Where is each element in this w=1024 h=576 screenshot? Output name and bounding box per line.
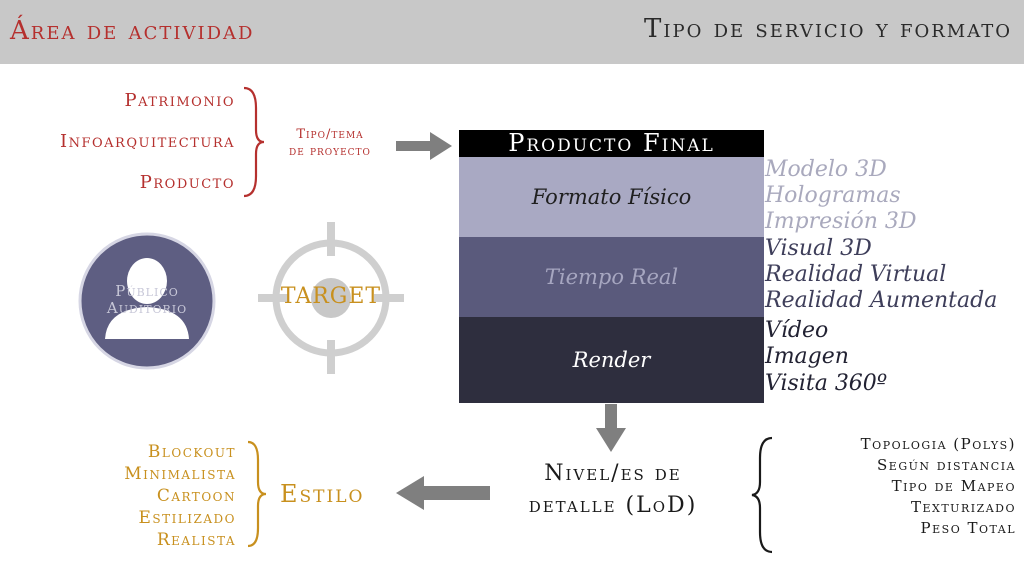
tipo-tema-label: Tipo/tema de proyecto	[268, 126, 392, 160]
band-render-label: Render	[572, 348, 651, 372]
output-modelo-3d: Modelo 3D	[765, 157, 887, 182]
output-imagen: Imagen	[765, 344, 849, 369]
tipo-tema-line-1: Tipo/tema	[296, 127, 364, 142]
lod-brace-icon	[751, 436, 773, 554]
header-bar	[0, 0, 1024, 64]
area-brace-icon	[243, 86, 265, 198]
header-right-title: Tipo de servicio y formato	[644, 14, 1012, 44]
lod-item-segun-distancia: Según distancia	[877, 456, 1016, 474]
lod-item-tipo-mapeo: Tipo de Mapeo	[891, 477, 1016, 495]
publico-avatar-icon	[78, 232, 216, 370]
band-formato-fisico: Formato Físico	[459, 157, 764, 237]
area-item-producto: Producto	[139, 172, 235, 193]
estilo-item-cartoon: Cartoon	[156, 486, 236, 506]
output-realidad-virtual: Realidad Virtual	[765, 262, 947, 287]
output-realidad-aumentada: Realidad Aumentada	[765, 288, 998, 313]
publico-line-1: Público	[115, 282, 179, 300]
publico-line-2: Auditorio	[106, 299, 188, 317]
output-impresion-3d: Impresión 3D	[765, 209, 917, 234]
nivel-line-2: detalle (LoD)	[528, 493, 698, 518]
tipo-tema-line-2: de proyecto	[289, 144, 371, 159]
estilo-brace-icon	[247, 440, 267, 548]
output-video: Vídeo	[765, 318, 829, 343]
band-formato-fisico-label: Formato Físico	[531, 185, 692, 209]
estilo-item-blockout: Blockout	[147, 442, 236, 462]
nivel-line-1: Nivel/es de	[544, 461, 682, 486]
producto-final-title: Producto Final	[459, 130, 764, 157]
band-tiempo-real: Tiempo Real	[459, 237, 764, 317]
lod-item-texturizado: Texturizado	[910, 498, 1016, 516]
arrow-right-icon	[396, 132, 452, 160]
lod-item-peso-total: Peso Total	[920, 519, 1016, 537]
estilo-item-estilizado: Estilizado	[138, 508, 236, 528]
band-tiempo-real-label: Tiempo Real	[544, 265, 679, 289]
lod-item-topologia: Topologia (Polys)	[860, 435, 1016, 453]
estilo-item-minimalista: Minimalista	[124, 464, 236, 484]
area-item-infoarquitectura: Infoarquitectura	[60, 131, 235, 152]
estilo-item-realista: Realista	[156, 530, 236, 550]
output-visita-360: Visita 360º	[765, 371, 888, 396]
area-item-patrimonio: Patrimonio	[124, 90, 235, 111]
arrow-down-icon	[596, 404, 626, 452]
band-render: Render	[459, 317, 764, 403]
header-left-title: Área de actividad	[10, 16, 255, 46]
publico-label: Público Auditorio	[77, 283, 217, 317]
nivel-detalle-label: Nivel/es de detalle (LoD)	[498, 458, 728, 522]
output-visual-3d: Visual 3D	[765, 236, 872, 261]
target-crosshair-icon	[258, 222, 404, 374]
arrow-left-icon	[396, 476, 490, 510]
output-hologramas: Hologramas	[765, 183, 901, 208]
target-label: TARGET	[280, 284, 382, 309]
estilo-label: Estilo	[280, 480, 365, 508]
